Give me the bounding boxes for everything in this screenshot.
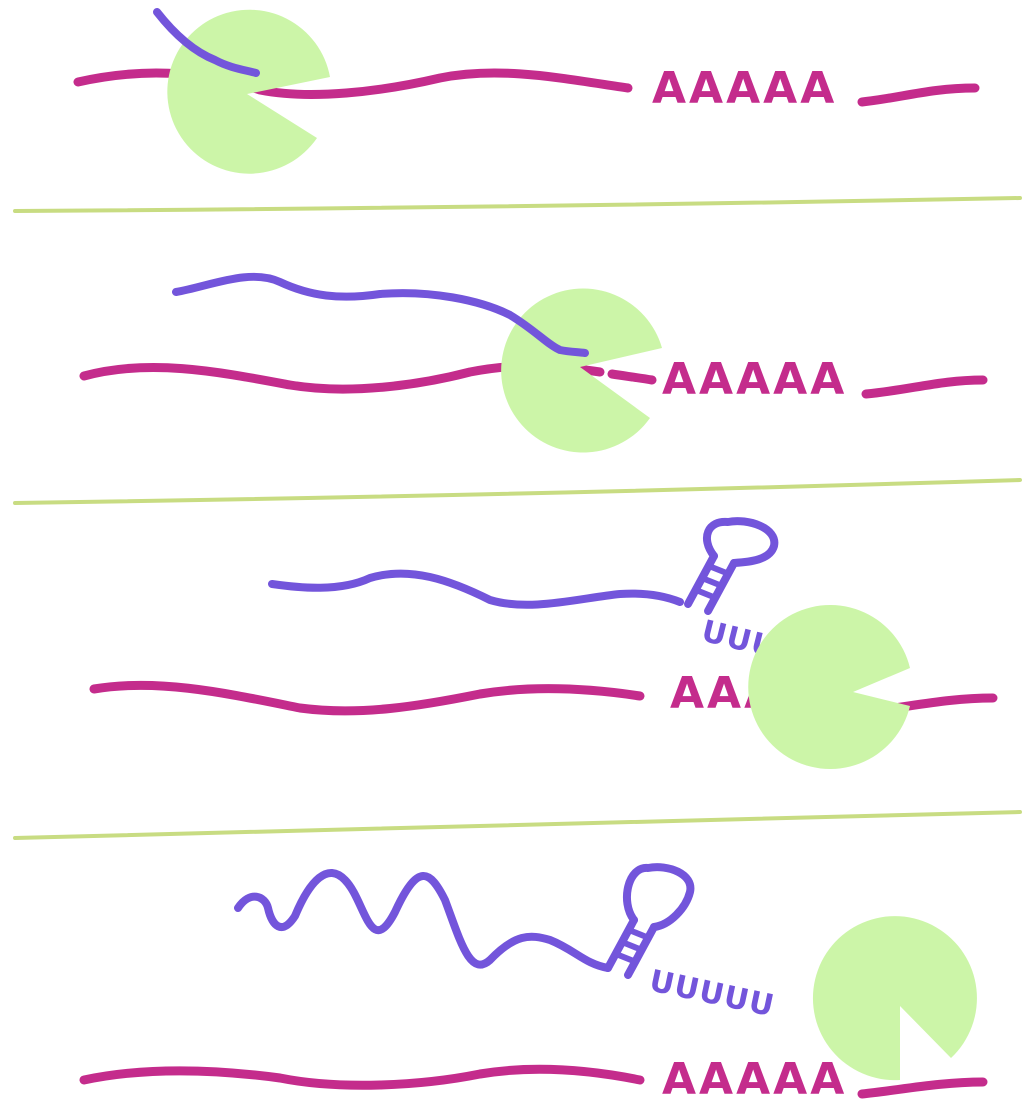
u-tract: UUUUU bbox=[646, 964, 777, 1025]
rna-hairpin bbox=[608, 867, 690, 975]
panel-3: AAA UUUU bbox=[94, 521, 993, 769]
hairpin-rung bbox=[616, 954, 636, 962]
poly-a-tail: AAAAA bbox=[662, 1054, 847, 1105]
hairpin-rung bbox=[696, 590, 716, 598]
rna-transcript bbox=[272, 574, 680, 605]
mrna-tail bbox=[862, 88, 975, 102]
rna-polymerase bbox=[748, 605, 910, 769]
hairpin-rung bbox=[629, 930, 649, 938]
hairpin-rung bbox=[709, 566, 729, 574]
panel-2: AAAAA bbox=[84, 277, 983, 453]
mrna-strand bbox=[94, 685, 640, 711]
panel-4: AAAAA UUUUU bbox=[84, 867, 983, 1105]
mrna-segment bbox=[612, 374, 652, 380]
panel-separator bbox=[15, 480, 1020, 503]
panel-separator bbox=[15, 812, 1020, 838]
hairpin-loop bbox=[627, 867, 690, 927]
panel-separator bbox=[15, 198, 1020, 211]
hairpin-rung bbox=[702, 578, 722, 586]
mrna-tail bbox=[866, 380, 983, 394]
poly-a-tail: AAAAA bbox=[652, 63, 837, 114]
mrna-strand bbox=[84, 1069, 640, 1085]
rna-polymerase bbox=[813, 916, 977, 1080]
rna-hairpin bbox=[688, 521, 774, 611]
rna-polymerase bbox=[501, 289, 662, 453]
mrna-strand bbox=[78, 73, 628, 94]
poly-a-tail: AAAAA bbox=[662, 354, 847, 405]
panel-1: AAAAA bbox=[78, 10, 975, 174]
hairpin-loop bbox=[707, 521, 774, 563]
rna-transcript bbox=[238, 873, 608, 968]
mrna-tail bbox=[862, 1082, 983, 1094]
hairpin-rung bbox=[622, 942, 642, 950]
